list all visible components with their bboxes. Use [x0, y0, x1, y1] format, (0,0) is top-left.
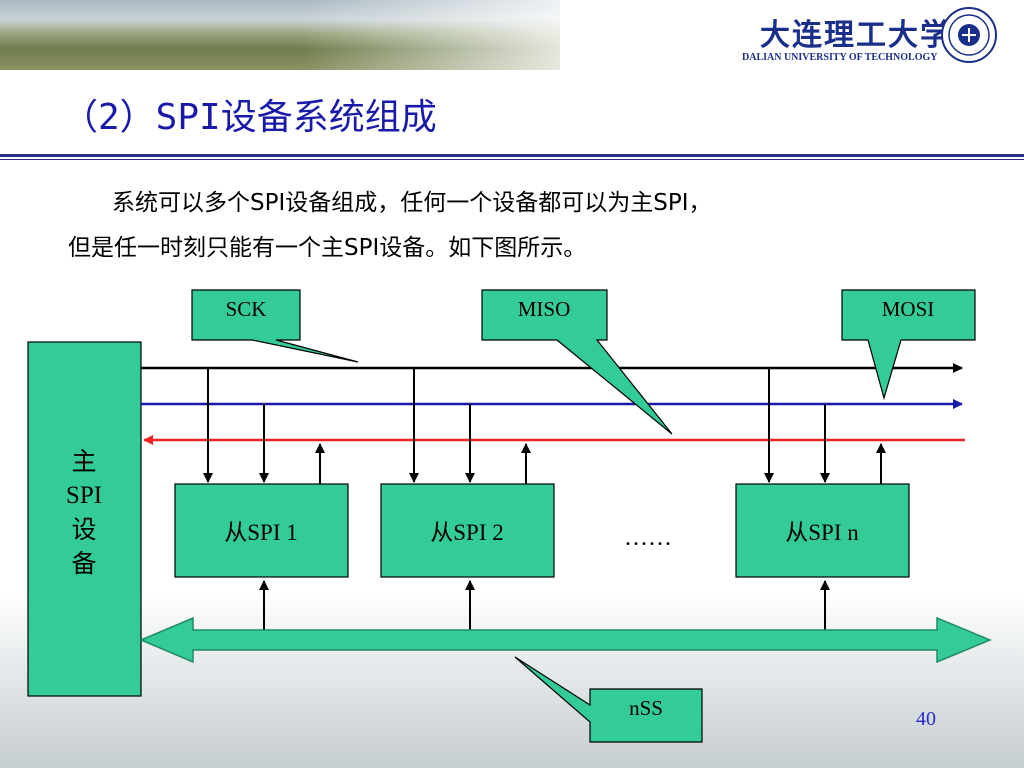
- slave-spi-1-box: [174, 483, 349, 578]
- master-label-1: 主: [71, 447, 96, 476]
- sck-callout: [191, 289, 359, 363]
- paragraph-line-1: 系统可以多个SPI设备组成，任何一个设备都可以为主SPI，: [112, 190, 712, 216]
- slaves-ellipsis: ……: [624, 525, 672, 551]
- title-divider: [0, 154, 1024, 157]
- title-divider-thin: [0, 159, 1024, 160]
- slave-spi-2-box: [380, 483, 555, 578]
- paragraph-line-2: 但是任一时刻只能有一个主SPI设备。如下图所示。: [68, 235, 587, 261]
- master-label-3: 设: [71, 515, 96, 544]
- mosi-callout: [841, 289, 976, 401]
- miso-callout: [481, 289, 673, 435]
- university-logo-english: DALIAN UNIVERSITY OF TECHNOLOGY: [742, 52, 938, 63]
- slave-spi-2-label: 从SPI 2: [430, 520, 504, 545]
- university-logo-text: 大连理工大学: [760, 18, 952, 53]
- slave-spi-n-label: 从SPI n: [785, 520, 859, 545]
- slave-spi-n-box: [735, 483, 910, 578]
- master-label-4: 备: [71, 549, 96, 578]
- master-spi-box: [27, 341, 142, 697]
- nss-bus-arrow: [139, 616, 992, 664]
- slide-title: （2）SPI设备系统组成: [62, 97, 437, 138]
- header-fade: [300, 0, 680, 78]
- sck-callout-label: SCK: [226, 297, 267, 321]
- footer-background: [0, 590, 1024, 768]
- slave-spi-1-label: 从SPI 1: [224, 520, 298, 545]
- master-label-2: SPI: [66, 482, 102, 509]
- header-banner: 大连理工大学 DALIAN UNIVERSITY OF TECHNOLOGY: [0, 0, 1024, 78]
- page-number: 40: [916, 708, 936, 730]
- mosi-callout-label: MOSI: [882, 297, 935, 321]
- university-seal-icon: [941, 7, 997, 63]
- nss-callout: [514, 656, 703, 743]
- miso-callout-label: MISO: [518, 297, 571, 321]
- nss-callout-label: nSS: [629, 696, 663, 720]
